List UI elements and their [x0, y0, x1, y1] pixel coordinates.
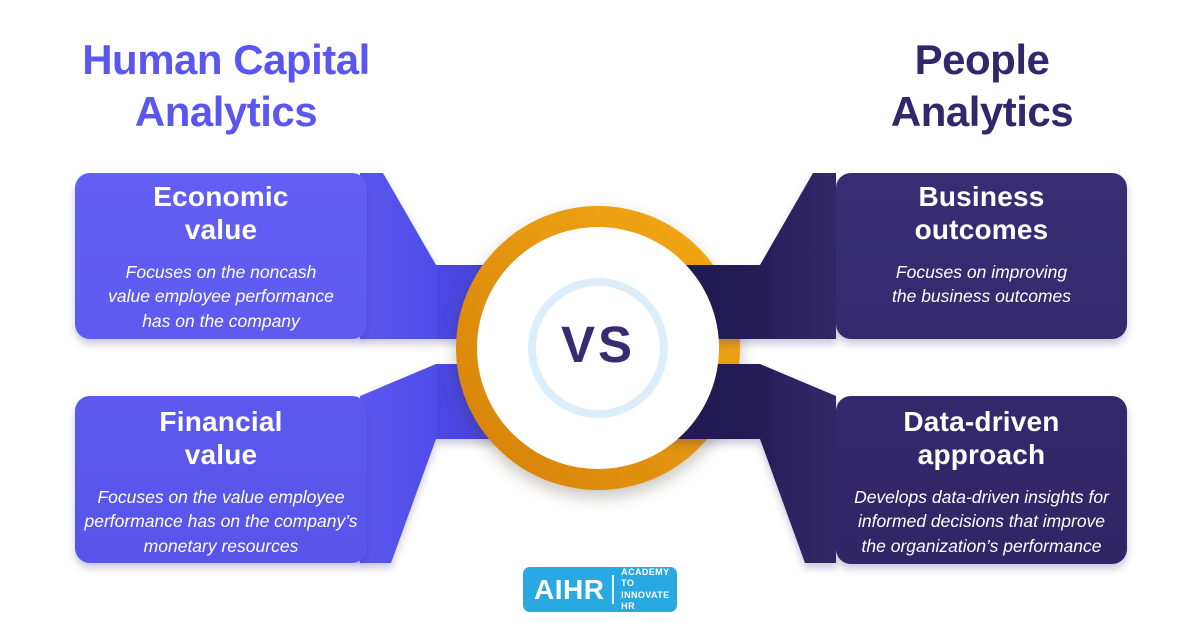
card-heading: Financial value: [159, 406, 283, 470]
left-column-title: Human Capital Analytics: [82, 36, 370, 136]
card-body: Focuses on the value employee performanc…: [84, 486, 358, 557]
right-column-title: People Analytics: [890, 36, 1074, 136]
logo-brand-text: AIHR: [534, 573, 605, 605]
card-heading: Economic value: [153, 181, 289, 245]
card-heading: Data-driven approach: [903, 406, 1060, 470]
card-body: Develops data-driven insights for inform…: [854, 486, 1109, 557]
box-lower-right: [836, 396, 1127, 564]
card-data-driven-approach: Data-driven approach Develops data-drive…: [836, 406, 1127, 559]
card-heading: Business outcomes: [914, 181, 1049, 245]
card-body: Focuses on improving the business outcom…: [892, 261, 1071, 307]
box-upper-left: [75, 173, 367, 339]
card-body: Focuses on the noncash value employee pe…: [108, 261, 334, 332]
card-economic-value: Economic value Focuses on the noncash va…: [75, 181, 367, 334]
vs-inner-ring: [528, 278, 668, 418]
box-upper-right: [836, 173, 1127, 339]
logo-divider: [612, 575, 615, 604]
card-financial-value: Financial value Focuses on the value emp…: [75, 406, 367, 559]
box-lower-left: [75, 396, 367, 563]
vs-disc: [477, 227, 719, 469]
aihr-logo: AIHR ACADEMY TO INNOVATE HR: [523, 567, 677, 612]
vs-label: VS: [560, 316, 636, 373]
card-business-outcomes: Business outcomes Focuses on improving t…: [836, 181, 1127, 309]
logo-tagline-text: ACADEMY TO INNOVATE HR: [621, 567, 670, 611]
